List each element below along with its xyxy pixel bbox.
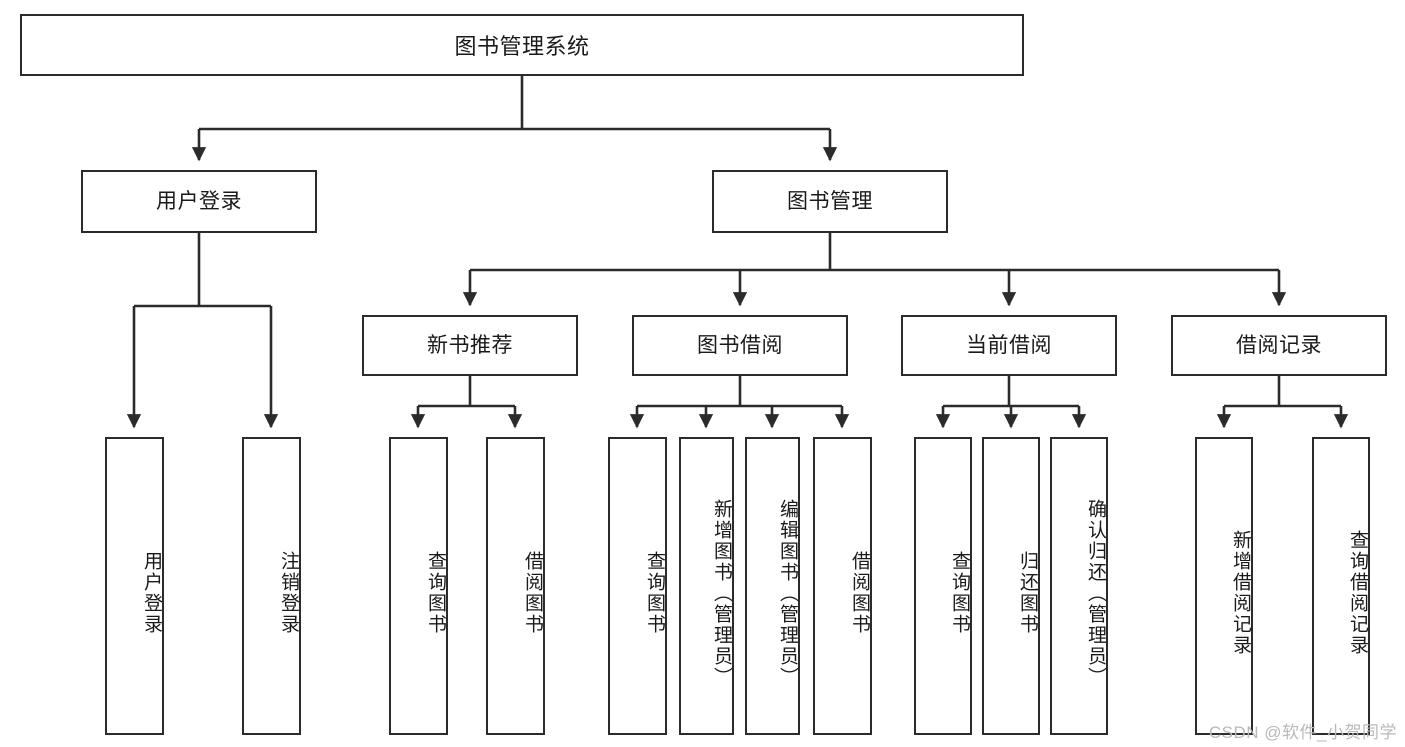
node-user-login[interactable]: 用户登录	[81, 170, 317, 233]
leaf-borrow-records-query-record[interactable]: 查询借阅记录	[1312, 437, 1370, 735]
leaf-borrow-records-add-record[interactable]: 新增借阅记录	[1195, 437, 1253, 735]
leaf-current-borrow-query-book[interactable]: 查询图书	[914, 437, 972, 735]
leaf-book-borrow-add-book-admin[interactable]: 新增图书（管理员）	[679, 437, 734, 735]
node-label: 新增借阅记录	[1230, 530, 1251, 656]
leaf-current-borrow-return-book[interactable]: 归还图书	[982, 437, 1040, 735]
leaf-new-book-query-book[interactable]: 查询图书	[389, 437, 448, 735]
node-label: 新书推荐	[427, 333, 513, 357]
node-label: 查询图书	[949, 551, 970, 635]
leaf-user-login-logout[interactable]: 注销登录	[242, 437, 301, 735]
leaf-user-login-login[interactable]: 用户登录	[105, 437, 164, 735]
node-borrow-records[interactable]: 借阅记录	[1171, 315, 1387, 376]
node-label: 查询图书	[644, 551, 665, 635]
leaf-book-borrow-edit-book-admin[interactable]: 编辑图书（管理员）	[745, 437, 800, 735]
node-book-borrow[interactable]: 图书借阅	[632, 315, 848, 376]
watermark-text: CSDN @软件_小贺同学	[1208, 723, 1397, 742]
leaf-book-borrow-query-book[interactable]: 查询图书	[608, 437, 667, 735]
node-label: 新增图书（管理员）	[711, 498, 732, 688]
node-label: 借阅图书	[522, 551, 543, 635]
leaf-new-book-borrow-book[interactable]: 借阅图书	[486, 437, 545, 735]
node-book-management[interactable]: 图书管理	[712, 170, 948, 233]
node-label: 注销登录	[278, 551, 299, 635]
node-new-book-recommend[interactable]: 新书推荐	[362, 315, 578, 376]
leaf-book-borrow-borrow-book[interactable]: 借阅图书	[813, 437, 872, 735]
node-label: 当前借阅	[966, 333, 1052, 357]
node-label: 编辑图书（管理员）	[777, 498, 798, 688]
node-current-borrow[interactable]: 当前借阅	[901, 315, 1117, 376]
node-label: 查询图书	[425, 551, 446, 635]
node-label: 图书管理	[787, 189, 873, 213]
node-root-book-management-system[interactable]: 图书管理系统	[20, 14, 1024, 76]
node-label: 用户登录	[141, 551, 162, 635]
node-label: 用户登录	[156, 189, 242, 213]
node-label: 借阅记录	[1236, 333, 1322, 357]
node-label: 确认归还（管理员）	[1085, 498, 1106, 688]
node-label: 图书借阅	[697, 333, 783, 357]
leaf-current-borrow-confirm-return-admin[interactable]: 确认归还（管理员）	[1050, 437, 1108, 735]
node-label: 查询借阅记录	[1347, 530, 1368, 656]
node-label: 归还图书	[1017, 551, 1038, 635]
node-label: 图书管理系统	[454, 34, 590, 59]
node-label: 借阅图书	[849, 551, 870, 635]
